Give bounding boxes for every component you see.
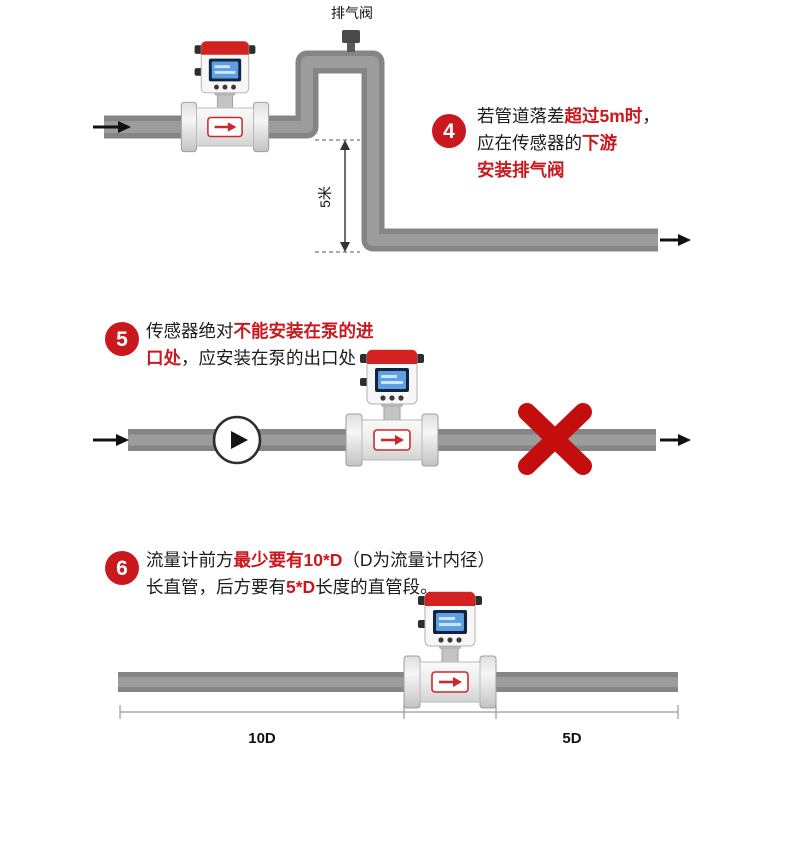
text-segment-highlight: 超过5m时 — [564, 106, 643, 126]
pipe — [104, 50, 658, 252]
step-5-badge: 5 — [105, 322, 139, 356]
step-4-badge: 4 — [432, 114, 466, 148]
drop-dimension-label: 5米 — [317, 186, 333, 208]
flowmeter-icon — [344, 348, 440, 468]
text-segment: （D为流量计内径） — [342, 550, 496, 570]
step-6-line-1: 流量计前方最少要有10*D（D为流量计内径） — [146, 547, 495, 574]
step-5-line-2: 口处，应安装在泵的出口处 — [146, 345, 374, 372]
step-5-line-1: 传感器绝对不能安装在泵的进 — [146, 318, 374, 345]
exhaust-valve-icon — [342, 30, 360, 52]
flow-in-arrow — [93, 434, 129, 446]
text-segment: 应在传感器的 — [477, 133, 582, 153]
text-segment: 流量计前方 — [146, 550, 234, 570]
flowmeter-icon — [180, 40, 270, 153]
text-segment: 长直管，后方要有 — [146, 577, 286, 597]
drop-dimension — [315, 139, 360, 253]
flow-in-arrow — [93, 121, 131, 133]
flow-out-arrow — [660, 434, 691, 446]
flow-out-arrow — [660, 234, 691, 246]
text-segment: ，应安装在泵的出口处 — [181, 348, 356, 368]
step-4-line-3: 安装排气阀 — [477, 157, 660, 184]
dimension-label-5d: 5D — [562, 730, 581, 747]
text-segment: 若管道落差 — [477, 106, 565, 126]
straight-run-dimension — [119, 705, 679, 719]
red-x-icon — [518, 403, 592, 475]
text-segment-highlight: 口处 — [146, 348, 181, 368]
text-segment-highlight: 安装排气阀 — [477, 160, 565, 180]
text-segment-highlight: 5*D — [286, 577, 316, 597]
step-5-text: 传感器绝对不能安装在泵的进 口处，应安装在泵的出口处 — [146, 318, 374, 372]
step-6-badge: 6 — [105, 551, 139, 585]
diagram-straight-run: 10D 5D — [118, 590, 679, 747]
diagram-pipe-drop: 排气阀 5米 — [93, 5, 691, 253]
text-segment: ， — [642, 106, 660, 126]
text-segment-highlight: 不能安装在泵的进 — [233, 321, 374, 341]
exhaust-valve-label: 排气阀 — [331, 5, 373, 21]
pump-icon — [212, 415, 262, 465]
flowmeter-icon — [402, 590, 498, 710]
step-4-line-2: 应在传感器的下游 — [477, 130, 660, 157]
text-segment-highlight: 下游 — [582, 133, 617, 153]
step-4-line-1: 若管道落差超过5m时， — [477, 103, 660, 130]
text-segment-highlight: 最少要有10*D — [233, 550, 343, 570]
dimension-label-10d: 10D — [248, 730, 276, 747]
diagram-pump-position — [93, 348, 691, 475]
step-6-line-2: 长直管，后方要有5*D长度的直管段。 — [146, 574, 495, 601]
text-segment: 传感器绝对 — [146, 321, 234, 341]
text-segment: 长度的直管段。 — [315, 577, 438, 597]
step-6-text: 流量计前方最少要有10*D（D为流量计内径） 长直管，后方要有5*D长度的直管段… — [146, 547, 495, 601]
step-4-text: 若管道落差超过5m时， 应在传感器的下游 安装排气阀 — [477, 103, 660, 184]
